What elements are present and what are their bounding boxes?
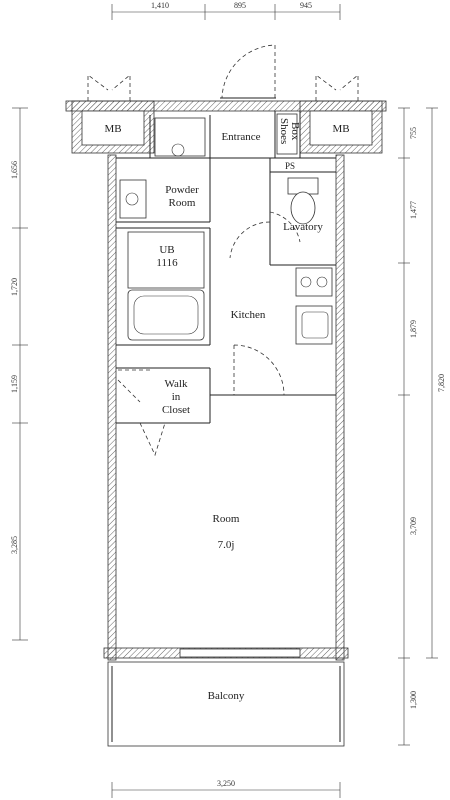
fixtures [119, 113, 333, 345]
dim-left-3: 1,159 [10, 375, 19, 393]
closet-door-swing [139, 422, 166, 457]
dim-top-1: 1,410 [151, 1, 169, 10]
label-powder-room: Room [169, 197, 196, 209]
balcony-window [117, 369, 150, 403]
lavatory-door-swing [269, 211, 301, 243]
dim-right-5: 1,300 [409, 691, 418, 709]
dim-right-3: 1,879 [409, 320, 418, 338]
label-ub: UB [159, 244, 174, 256]
label-kitchen: Kitchen [231, 309, 266, 321]
label-mb-right: MB [332, 123, 349, 135]
balcony-rail [107, 661, 345, 747]
powder-door-swing [229, 221, 271, 259]
dim-left-2: 1,720 [10, 278, 19, 296]
dim-right-2: 1,477 [409, 201, 418, 219]
dim-right-1: 755 [409, 127, 418, 139]
label-lavatory: Lavatory [283, 221, 323, 233]
label-box: Box [289, 122, 301, 141]
dim-right-4: 3,709 [409, 517, 418, 535]
entrance-door-swing [221, 44, 276, 99]
label-shoes: Shoes [278, 118, 290, 144]
label-ps: PS [285, 161, 295, 171]
label-in: in [172, 391, 181, 403]
label-closet: Closet [162, 404, 190, 416]
label-balcony: Balcony [208, 690, 245, 702]
dim-left-4: 3,285 [10, 536, 19, 554]
walls [65, 100, 387, 661]
label-powder: Powder [165, 184, 199, 196]
label-ub-size: 1116 [156, 257, 178, 269]
dim-right-total: 7,820 [437, 374, 446, 392]
window-marks [87, 74, 359, 101]
kitchen-door-swing [233, 344, 285, 396]
dim-left-1: 1,656 [10, 161, 19, 179]
label-mb-left: MB [104, 123, 121, 135]
dim-top-3: 945 [300, 1, 312, 10]
label-room-size: 7.0j [218, 539, 235, 551]
dim-top-2: 895 [234, 1, 246, 10]
label-entrance: Entrance [221, 131, 260, 143]
dim-bottom: 3,250 [217, 779, 235, 788]
label-walk: Walk [165, 378, 188, 390]
label-room: Room [213, 513, 240, 525]
dimension-lines [12, 4, 438, 798]
